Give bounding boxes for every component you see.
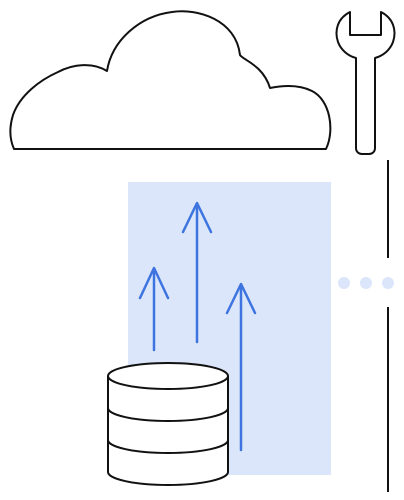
database-icon — [107, 362, 229, 486]
upload-arrow-icon — [138, 266, 170, 352]
wrench-icon — [335, 11, 396, 155]
more-dots-icon — [338, 277, 394, 289]
upload-arrow-icon — [181, 201, 213, 344]
upload-arrow-icon — [225, 282, 257, 452]
cloud-icon — [9, 10, 332, 150]
